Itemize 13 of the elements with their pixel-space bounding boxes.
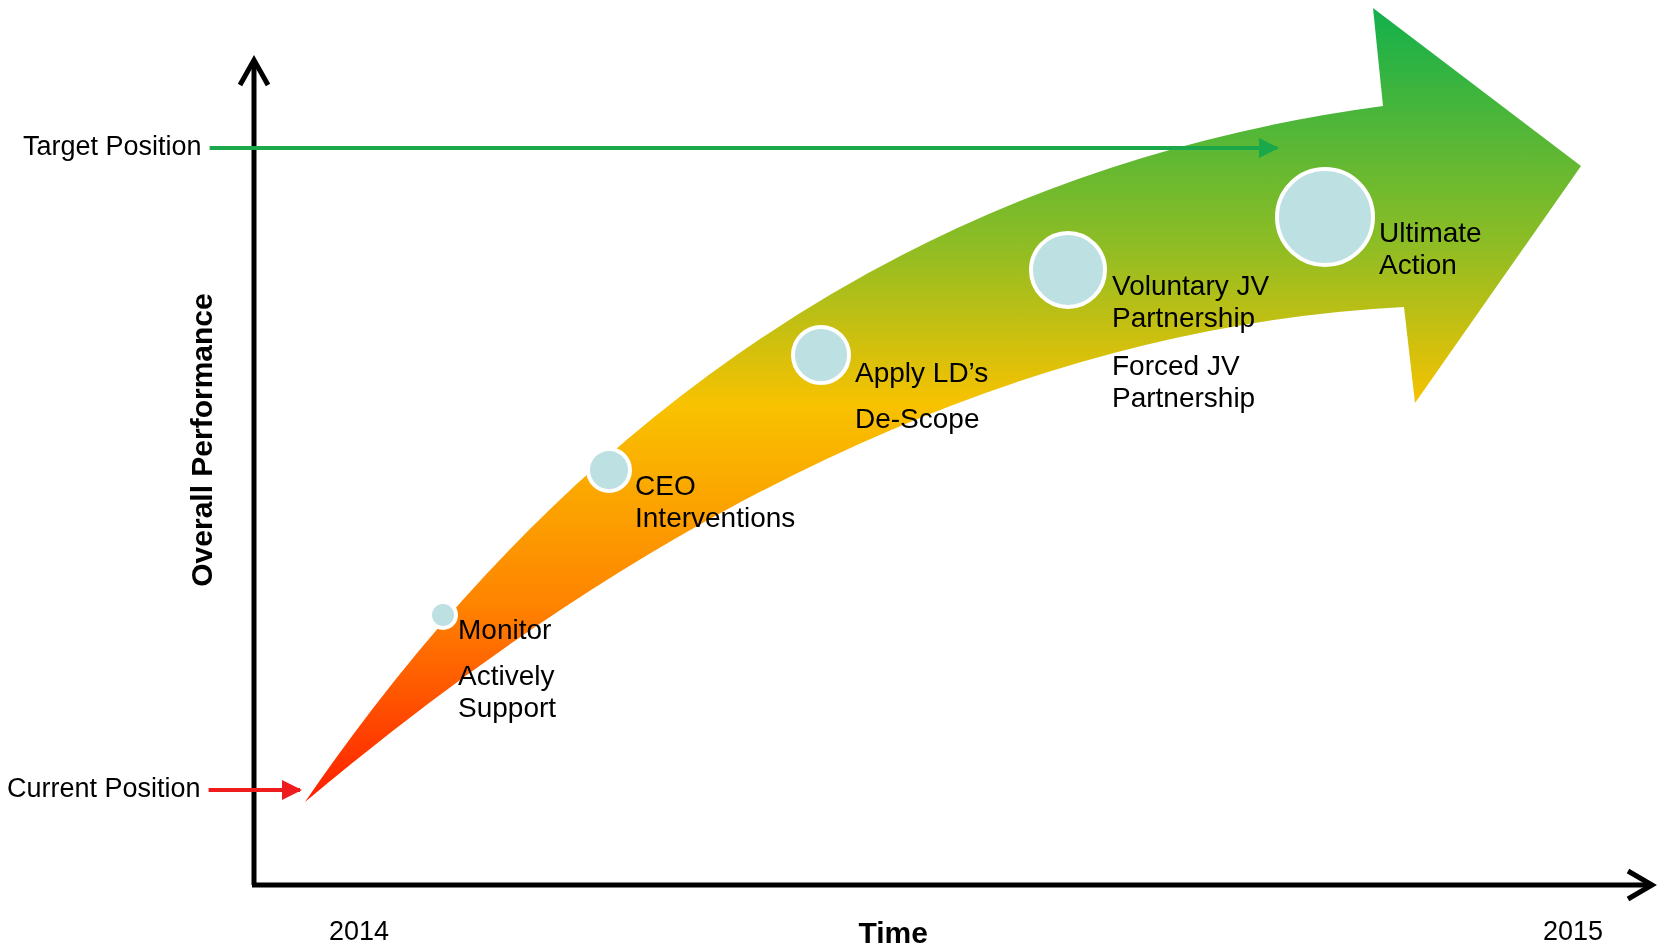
milestone-label: Apply LD’s xyxy=(855,357,989,389)
milestone-label: Forced JV Partnership xyxy=(1112,350,1257,414)
milestone-label: Ultimate Action xyxy=(1379,217,1483,281)
tick-label: 2014 xyxy=(329,916,390,947)
milestone-label: Voluntary JV Partnership xyxy=(1112,270,1271,334)
axis-label: Target Position xyxy=(23,131,202,162)
arrow xyxy=(209,138,1279,158)
tick-label: 2015 xyxy=(1543,916,1604,947)
axis-label: Current Position xyxy=(7,773,201,804)
milestone-label: Actively Support xyxy=(458,660,558,724)
arrow xyxy=(208,780,302,800)
axis-title: Overall Performance xyxy=(184,293,219,587)
axis-title: Time xyxy=(858,916,928,950)
